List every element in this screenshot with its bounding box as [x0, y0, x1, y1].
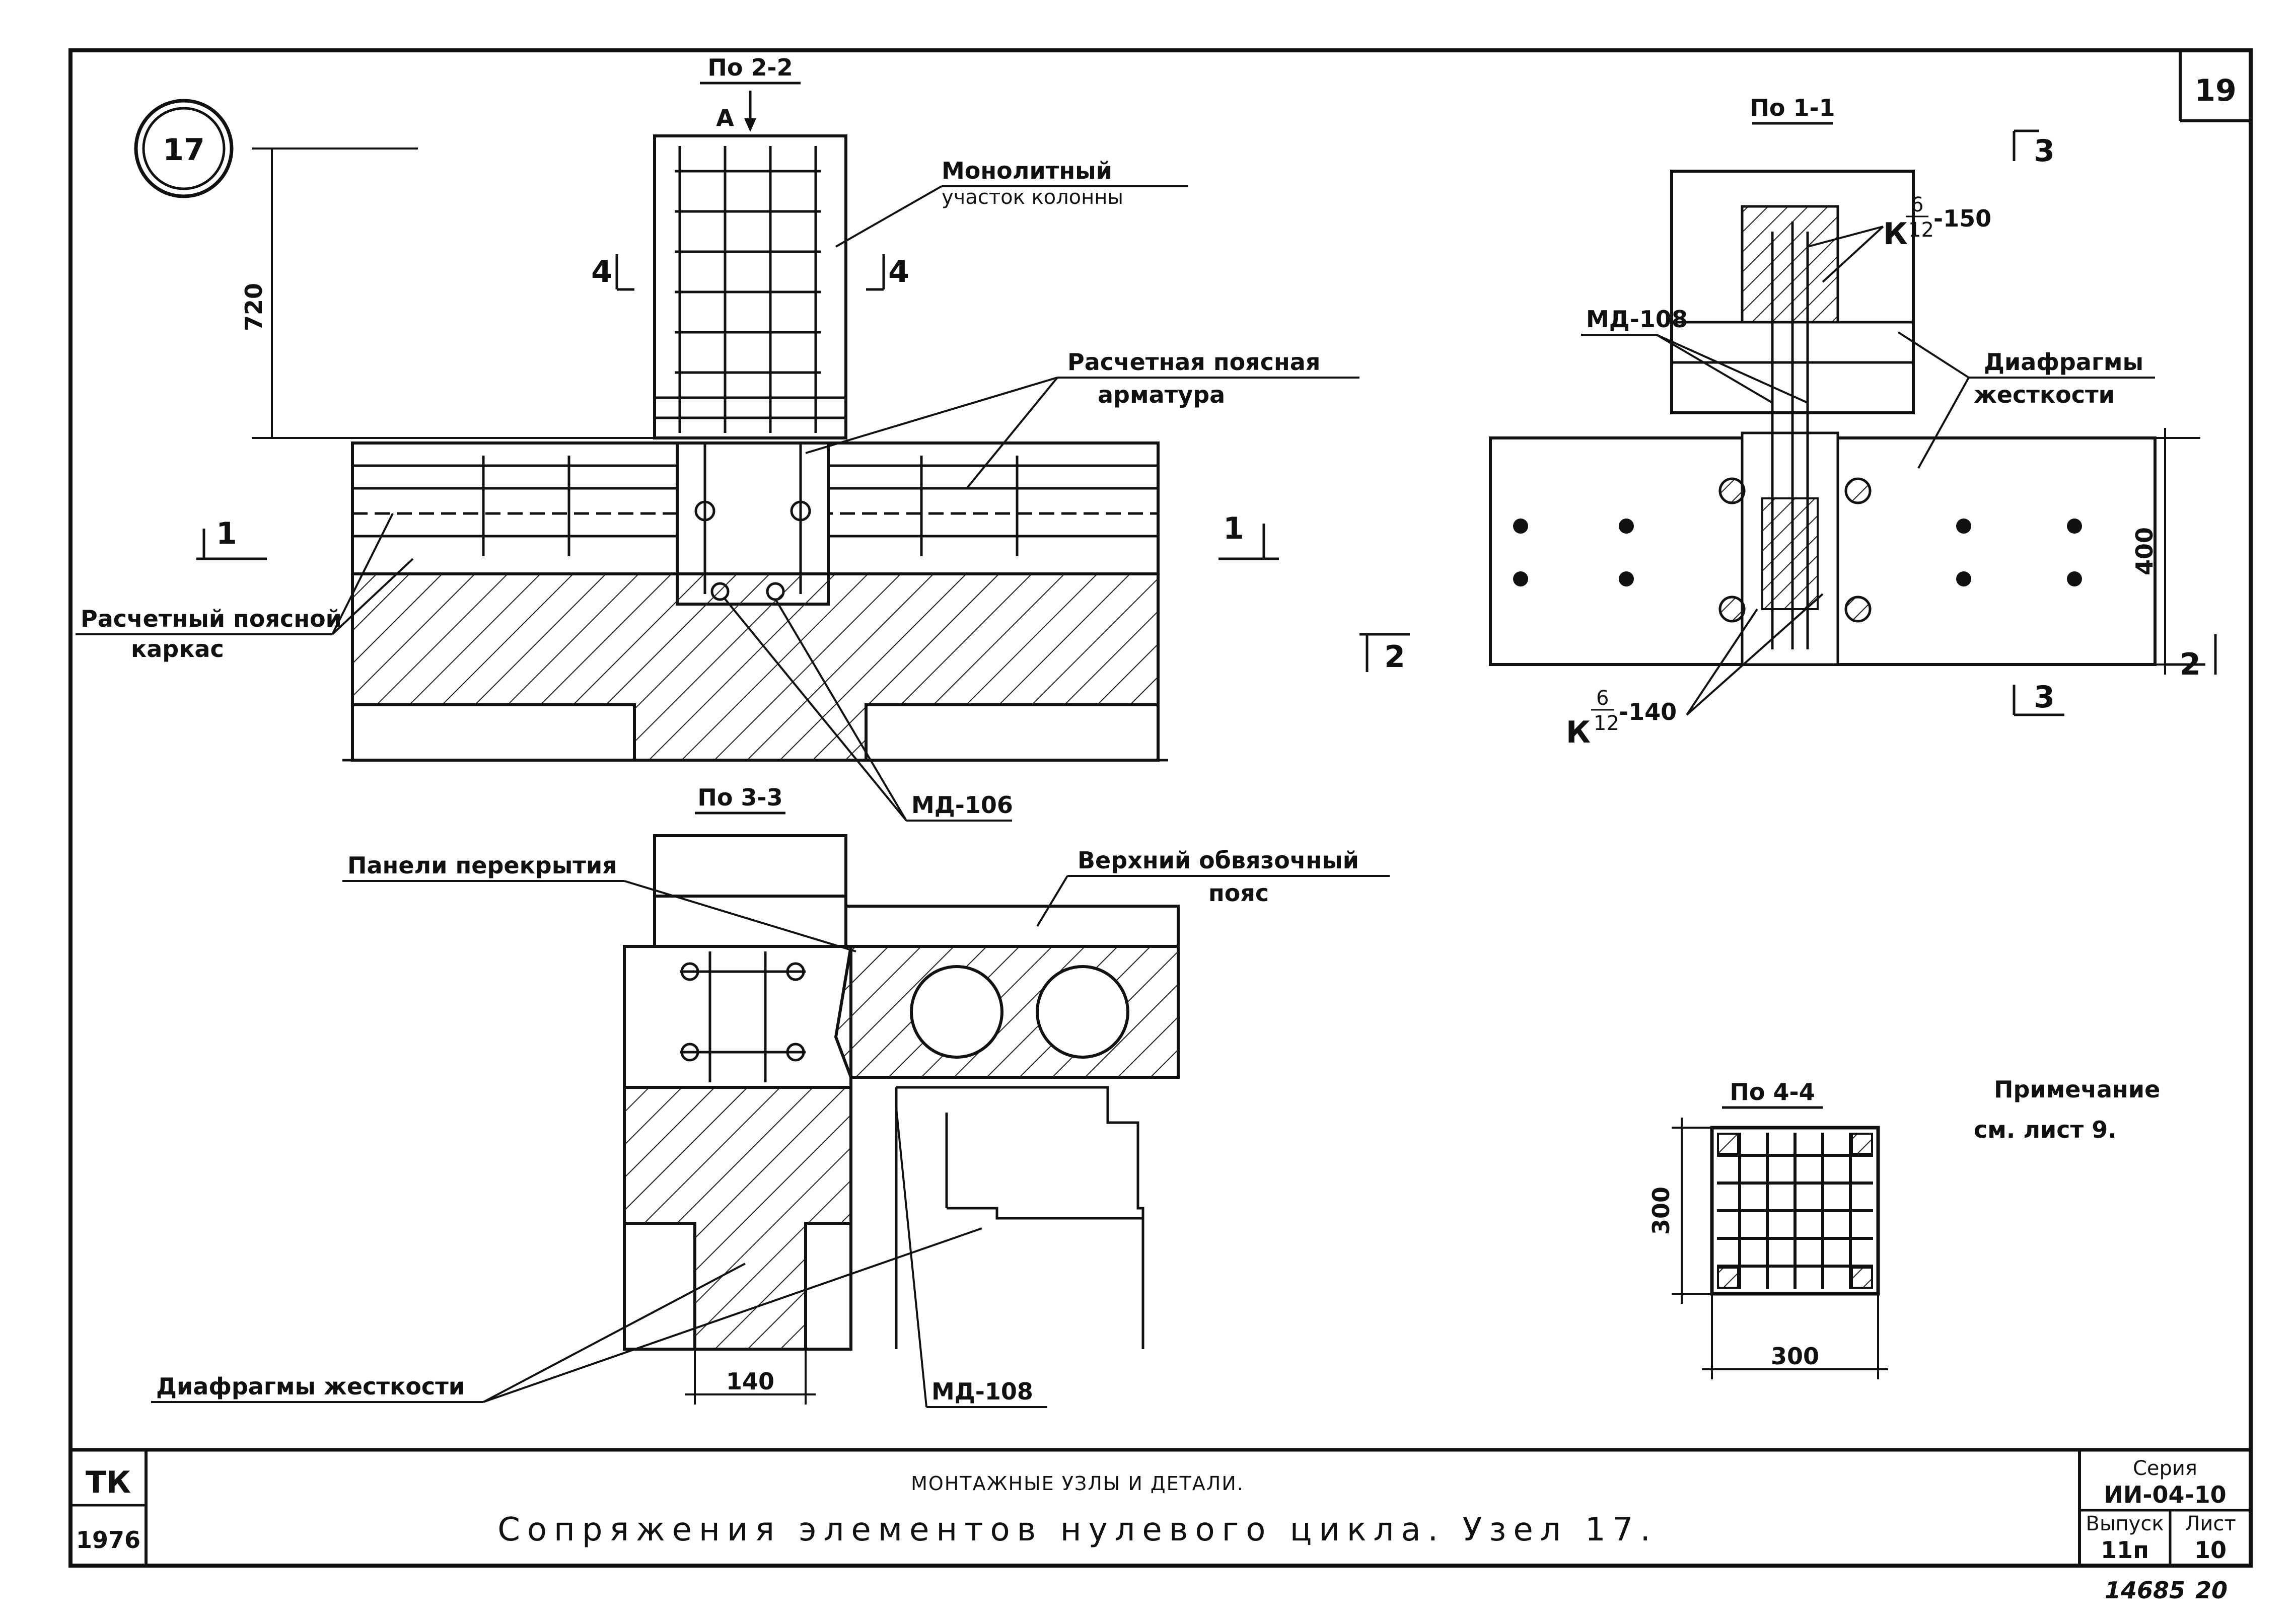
- series-label: Серия: [2133, 1457, 2197, 1480]
- sheet-label: Лист: [2185, 1512, 2236, 1535]
- title-block: ТК 1976 МОНТАЖНЫЕ УЗЛЫ И ДЕТАЛИ. Сопряже…: [70, 1450, 2251, 1566]
- dimension-300-vertical: 300: [1647, 1187, 1675, 1235]
- label-panels: Панели перекрытия: [347, 852, 617, 879]
- section-3-3-title: По 3-3: [697, 784, 782, 811]
- column-3-3: [623, 945, 852, 1089]
- panel-void-2: [1036, 965, 1129, 1059]
- org-code: ТК: [86, 1465, 131, 1500]
- svg-text:12: 12: [1594, 712, 1619, 735]
- cut-mark-2-right: 2: [2180, 647, 2201, 682]
- svg-text:К: К: [1566, 715, 1591, 750]
- cut-mark-1-right: 1: [1223, 511, 1244, 546]
- label-upper-belt-line1: Верхний обвязочный: [1078, 847, 1359, 874]
- node-number-marker: 17: [134, 99, 234, 198]
- cut-mark-4-right: 4: [888, 254, 909, 289]
- column-section-4-4: [1710, 1126, 1880, 1296]
- label-md108-bottom: МД-108: [931, 1378, 1033, 1405]
- node-number: 17: [163, 132, 205, 168]
- section-3-3-view: По 3-3: [151, 784, 1390, 1408]
- cut-mark-3-top: 3: [2034, 133, 2055, 169]
- page-number: 20: [2195, 1577, 2228, 1604]
- cut-mark-a: A: [716, 104, 734, 131]
- org-year: 1976: [76, 1526, 140, 1554]
- svg-text:6: 6: [1911, 193, 1923, 216]
- label-diaphragms-1-1-line1: Диафрагмы: [1984, 348, 2143, 376]
- note-text: см. лист 9.: [1974, 1116, 2117, 1143]
- section-1-1-title: По 1-1: [1750, 94, 1835, 121]
- svg-text:К: К: [1883, 216, 1908, 252]
- label-md106: МД-106: [911, 791, 1013, 819]
- cut-mark-1-left: 1: [216, 516, 237, 551]
- belt-rebar-dots: [1513, 519, 2082, 586]
- label-md108-top: МД-108: [1586, 306, 1688, 333]
- cut-mark-4-left: 4: [591, 254, 612, 289]
- dimension-300-horizontal: 300: [1771, 1343, 1819, 1370]
- issue-value: 11п: [2101, 1536, 2149, 1564]
- svg-text:6: 6: [1596, 687, 1609, 710]
- svg-text:-150: -150: [1933, 205, 1991, 232]
- inventory-number: 14685: [2105, 1577, 2185, 1604]
- dimension-400: 400: [2131, 527, 2158, 575]
- label-belt-frame-line1: Расчетный поясной: [81, 605, 342, 632]
- label-diaphragms-1-1-line2: жесткости: [1974, 381, 2115, 408]
- svg-text:12: 12: [1908, 218, 1934, 242]
- section-1-1-view: По 1-1 3: [1359, 94, 2217, 750]
- drawing-subtitle: МОНТАЖНЫЕ УЗЛЫ И ДЕТАЛИ.: [911, 1472, 1244, 1495]
- panel-void-1: [910, 965, 1003, 1059]
- monolithic-column: [653, 134, 847, 439]
- series-value: ИИ-04-10: [2104, 1481, 2226, 1508]
- label-belt-reinforcement-line1: Расчетная поясная: [1067, 348, 1320, 376]
- sheet-number: 19: [2194, 73, 2237, 108]
- foundation-base: [351, 703, 636, 762]
- label-monolithic-line1: Монолитный: [942, 157, 1112, 184]
- dimension-720: 720: [240, 283, 267, 331]
- label-k-top: К 6 12 -150: [1883, 193, 1991, 252]
- upper-belt-beam: [844, 905, 1180, 948]
- sheet-frame: [68, 48, 2253, 1568]
- cut-mark-2-left: 2: [1384, 639, 1405, 675]
- label-diaphragms-bottom: Диафрагмы жесткости: [156, 1373, 465, 1400]
- label-k-bottom: К 6 12 -140: [1566, 687, 1677, 750]
- sheet-value: 10: [2194, 1536, 2227, 1564]
- label-belt-reinforcement-line2: арматура: [1098, 381, 1225, 408]
- cut-mark-3-bottom: 3: [2034, 680, 2055, 715]
- label-upper-belt-line2: пояс: [1208, 879, 1269, 907]
- column-reinforcement-cage: [655, 146, 846, 433]
- dimension-140: 140: [726, 1368, 774, 1395]
- note-heading: Примечание: [1994, 1076, 2160, 1103]
- svg-text:-140: -140: [1619, 698, 1677, 725]
- section-4-4-title: По 4-4: [1730, 1078, 1815, 1105]
- issue-label: Выпуск: [2086, 1512, 2164, 1535]
- section-2-2-title: По 2-2: [707, 54, 793, 81]
- section-4-4-view: По 4-4 300 300: [1647, 1078, 1888, 1379]
- drawing-title: Сопряжения элементов нулевого цикла. Узе…: [497, 1511, 1658, 1548]
- label-belt-frame-line2: каркас: [131, 635, 224, 662]
- label-monolithic-line2: участок колонны: [942, 186, 1123, 209]
- section-2-2-view: По 2-2 A 4 4 720: [76, 54, 1359, 822]
- section-4-4-grid: [1717, 1133, 1873, 1289]
